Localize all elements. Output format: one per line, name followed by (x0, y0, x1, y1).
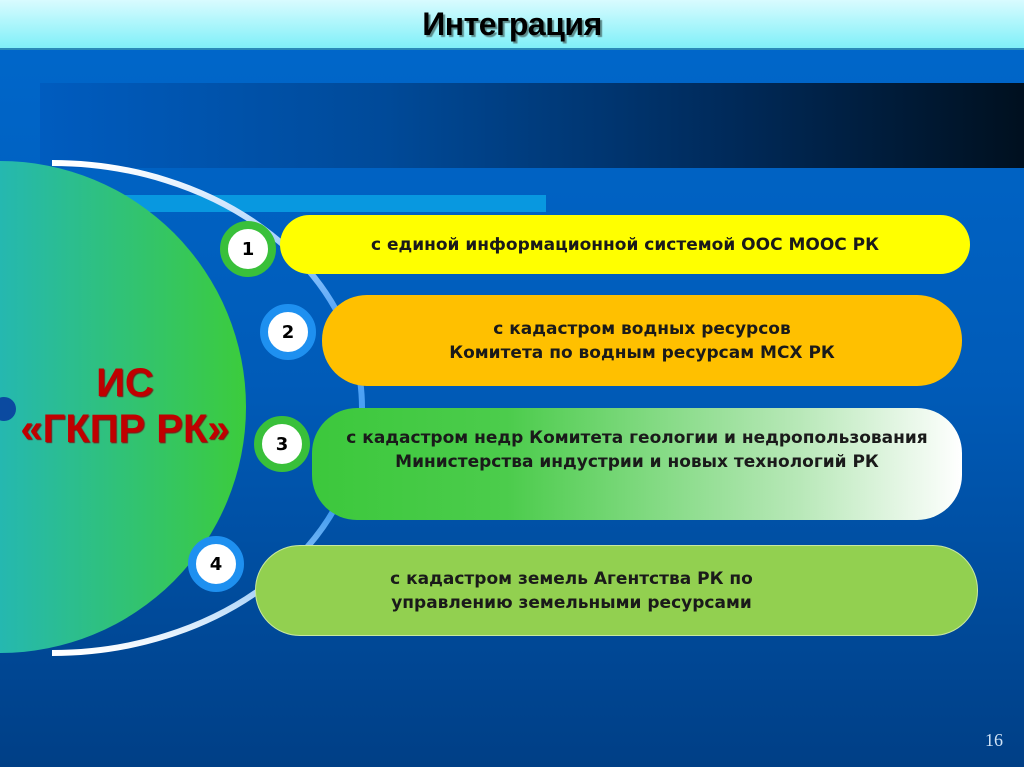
integration-item-1: с единой информационной системой ООС МОО… (280, 215, 970, 274)
integration-item-4: с кадастром земель Агентства РК по управ… (255, 545, 978, 636)
center-circle (0, 161, 246, 653)
slide-title: Интеграция (422, 6, 602, 42)
item-text: с единой информационной системой ООС МОО… (370, 234, 880, 255)
integration-item-3: с кадастром недр Комитета геологии и нед… (312, 408, 962, 520)
number-badge-3: 3 (254, 416, 310, 472)
page-number: 16 (985, 730, 1003, 750)
integration-item-2: с кадастром водных ресурсов Комитета по … (322, 295, 962, 386)
center-label: ИС «ГКПР РК» (20, 361, 230, 451)
number-badge-1: 1 (220, 221, 276, 277)
number-badge-2: 2 (260, 304, 316, 360)
item-text: с кадастром недр Комитета геологии и нед… (346, 428, 928, 472)
decorative-band (40, 83, 1024, 168)
circle-dot (0, 397, 16, 421)
item-text: с кадастром водных ресурсов Комитета по … (449, 318, 835, 363)
item-text: с кадастром земель Агентства РК по управ… (390, 568, 753, 613)
number-badge-4: 4 (188, 536, 244, 592)
slide-header: Интеграция (0, 0, 1024, 50)
